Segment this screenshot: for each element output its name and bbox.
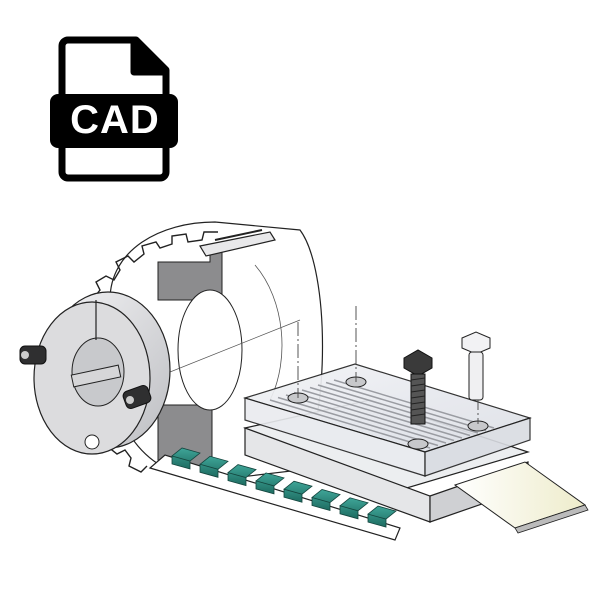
- clamp-groove: [301, 389, 463, 439]
- clamp-groove: [317, 384, 479, 434]
- timing-belt: [148, 447, 401, 541]
- belt-tooth: [255, 472, 285, 495]
- belt-tooth: [283, 480, 313, 503]
- clamp-plate-upper: [242, 306, 532, 477]
- taper-bushing: [19, 291, 171, 455]
- belt-tooth: [199, 455, 229, 478]
- clamp-groove: [293, 391, 455, 442]
- clamp-groove: [309, 386, 471, 437]
- cad-label: CAD: [70, 97, 160, 142]
- belt-tooth: [171, 447, 201, 470]
- clamp-groove: [269, 399, 431, 449]
- bolt-light: [461, 331, 491, 424]
- belt-tooth: [227, 464, 257, 487]
- file-fold-corner: [130, 40, 166, 76]
- file-fold-fill: [136, 40, 166, 70]
- cad-badge: [50, 94, 178, 148]
- pulley-belt-clamp-illustration: [19, 221, 589, 541]
- bolt-dark: [403, 349, 433, 425]
- belt-end: [453, 461, 589, 534]
- file-document-icon: [50, 36, 178, 182]
- clamp-groove: [277, 396, 439, 447]
- belt-tooth: [367, 505, 397, 528]
- belt-tooth: [339, 497, 369, 520]
- clamp-groove: [285, 394, 447, 444]
- set-screw: [122, 385, 152, 409]
- set-screw: [19, 345, 47, 365]
- belt-tooth: [311, 489, 341, 512]
- clamp-groove: [325, 381, 487, 432]
